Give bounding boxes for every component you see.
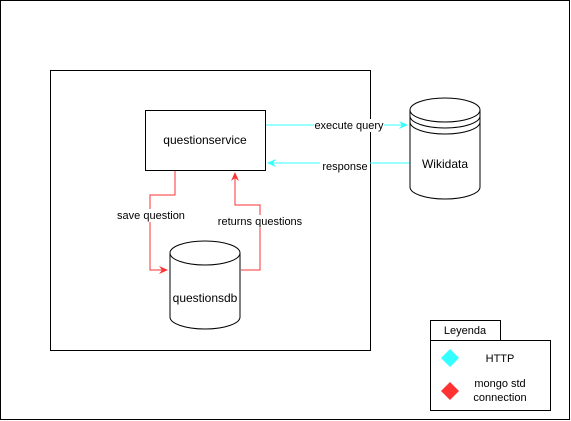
execute-query-label: execute query [314, 120, 384, 132]
legend-item-mongo: mongo std connection [441, 378, 527, 404]
diamond-icon [441, 382, 459, 400]
legend: Leyenda HTTP mongo std connection [430, 320, 551, 411]
legend-item-http: HTTP [441, 349, 514, 367]
legend-mongo-label-line1: mongo std [474, 378, 525, 390]
save-question-label: save question [117, 210, 185, 222]
wikidata-label: Wikidata [422, 157, 468, 171]
response-label: response [322, 161, 367, 173]
questionsdb-node[interactable]: questionsdb [169, 240, 241, 330]
system-boundary [50, 70, 371, 351]
wikidata-node[interactable]: Wikidata [409, 97, 481, 200]
execute-query-edge: execute query [266, 119, 408, 132]
legend-mongo-label-line2: connection [473, 392, 526, 404]
diamond-icon [441, 349, 459, 367]
questionservice-node[interactable]: questionservice [145, 110, 266, 171]
legend-title: Leyenda [444, 325, 487, 337]
returns-questions-label: returns questions [218, 216, 303, 228]
questionservice-label: questionservice [163, 133, 247, 147]
save-question-edge: save question [114, 171, 188, 274]
questionsdb-label: questionsdb [173, 291, 238, 305]
returns-questions-edge: returns questions [215, 172, 305, 271]
legend-http-label: HTTP [486, 353, 515, 365]
response-edge: response [267, 159, 409, 173]
